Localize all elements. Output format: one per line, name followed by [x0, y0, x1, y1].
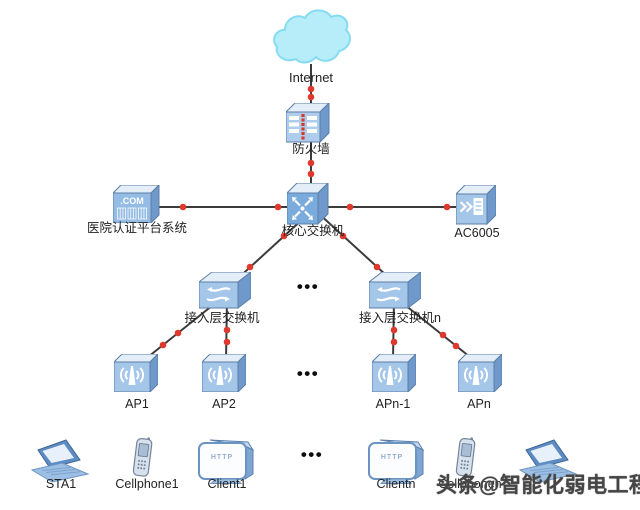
node-firewall-label: 防火墙 — [292, 142, 330, 156]
port-indicator-dot — [452, 342, 460, 350]
node-ap1[interactable] — [112, 352, 160, 397]
access-point-icon — [112, 352, 160, 394]
node-cellphone-n-label: Cellphonen — [438, 477, 502, 491]
node-cellphone-n[interactable] — [452, 436, 482, 487]
port-indicator-dot — [280, 232, 288, 240]
ellipsis-ap-layer: ••• — [296, 364, 320, 383]
port-indicator-dot — [346, 203, 354, 211]
access-point-icon — [456, 352, 504, 394]
port-indicator-dot — [439, 331, 447, 339]
node-clientn[interactable]: HTTP — [366, 438, 430, 489]
port-indicator-dot — [443, 203, 451, 211]
port-indicator-dot — [307, 170, 315, 178]
node-ac6005-label: AC6005 — [454, 226, 500, 240]
node-core-switch-label: 核心交换机 — [281, 224, 345, 238]
server-face-text: .COM — [120, 196, 144, 206]
link-accessn-apn — [404, 304, 471, 358]
node-clientn-label: Clientn — [376, 477, 416, 491]
node-access-switch-1[interactable] — [197, 270, 253, 315]
node-sta1-label: STA1 — [45, 477, 77, 491]
ellipsis-access-layer: ••• — [296, 277, 320, 296]
access-switch-icon — [197, 270, 253, 310]
port-indicator-dot — [246, 263, 254, 271]
node-access-switch-n[interactable] — [367, 270, 423, 315]
port-indicator-dot — [307, 93, 315, 101]
node-ap2[interactable] — [200, 352, 248, 397]
port-indicator-dot — [274, 203, 282, 211]
firewall-icon — [284, 101, 331, 144]
node-ap2-label: AP2 — [212, 397, 236, 411]
port-indicator-dot — [307, 85, 315, 93]
port-indicator-dot — [223, 338, 231, 346]
client-screen-text: HTTP — [211, 454, 233, 461]
access-point-icon — [370, 352, 418, 394]
node-sta-n[interactable] — [518, 436, 578, 489]
core-switch-icon — [285, 181, 330, 226]
port-indicator-dot — [390, 326, 398, 334]
port-indicator-dot — [179, 203, 187, 211]
ellipsis-terminal-layer: ••• — [300, 445, 324, 464]
node-core-switch[interactable] — [285, 181, 330, 230]
node-internet-label: Internet — [288, 70, 334, 85]
port-indicator-dot — [223, 326, 231, 334]
node-access-switch-1-label: 接入层交换机 — [184, 311, 260, 325]
cellphone-icon — [132, 437, 153, 477]
node-firewall[interactable] — [284, 101, 331, 150]
client-screen-text: HTTP — [381, 454, 403, 461]
access-switch-icon — [367, 270, 423, 310]
node-client1-label: Client1 — [207, 477, 247, 491]
node-apn-label: APn — [467, 397, 491, 411]
client-terminal-icon: HTTP — [368, 439, 425, 484]
watermark-text: 头条@智能化弱电工程 — [436, 474, 640, 497]
cloud-icon — [273, 9, 351, 64]
port-indicator-dot — [174, 329, 182, 337]
port-indicator-dot — [373, 263, 381, 271]
node-cellphone1[interactable] — [129, 436, 159, 487]
node-client1[interactable]: HTTP — [196, 438, 260, 489]
node-ap1-label: AP1 — [125, 397, 149, 411]
node-auth-server[interactable]: .COM — [111, 183, 161, 228]
laptop-icon — [30, 439, 90, 483]
wireless-controller-icon — [454, 183, 498, 226]
node-apn-1[interactable] — [370, 352, 418, 397]
access-point-icon — [200, 352, 248, 394]
node-internet[interactable] — [272, 6, 352, 77]
port-indicator-dot — [307, 159, 315, 167]
server-icon: .COM — [111, 183, 161, 225]
laptop-icon — [518, 439, 578, 483]
client-terminal-icon: HTTP — [198, 439, 255, 484]
node-sta1[interactable] — [30, 436, 90, 489]
port-indicator-dot — [390, 338, 398, 346]
cellphone-icon — [455, 437, 476, 477]
node-apn-1-label: APn-1 — [375, 397, 411, 411]
node-ac6005[interactable] — [454, 183, 498, 230]
node-cellphone1-label: Cellphone1 — [115, 477, 179, 491]
port-indicator-dot — [159, 341, 167, 349]
port-indicator-dot — [339, 232, 347, 240]
node-apn[interactable] — [456, 352, 504, 397]
node-access-switch-n-label: 接入层交换机n — [359, 311, 441, 325]
node-auth-server-label: 医院认证平台系统 — [86, 221, 188, 235]
